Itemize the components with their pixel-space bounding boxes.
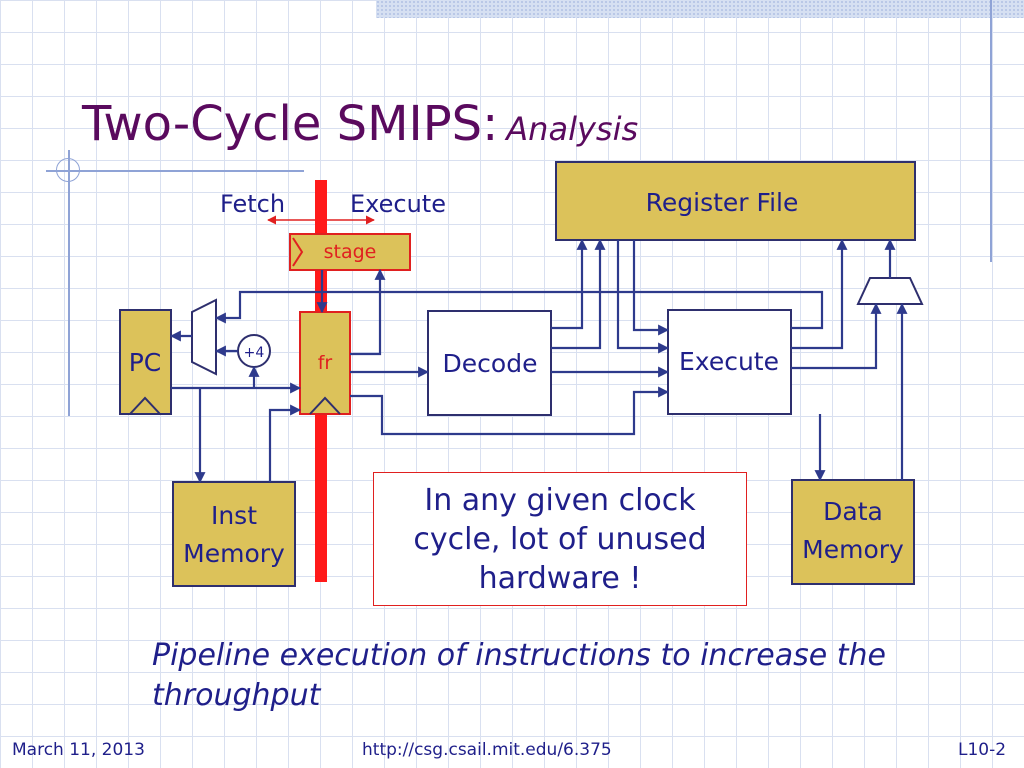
execute-block-label: Execute	[679, 347, 779, 376]
execute-block	[667, 309, 792, 415]
title-main: Two-Cycle SMIPS:	[82, 96, 499, 152]
inst-memory-label-line1: Inst	[211, 501, 257, 530]
register-file-block	[555, 161, 916, 241]
callout-text: In any given clock cycle, lot of unused …	[413, 482, 707, 596]
footer-page-number: L10-2	[958, 740, 1007, 760]
writeback-mux-icon	[856, 277, 924, 305]
pc-clock-icon	[129, 396, 161, 415]
inst-memory-block	[172, 481, 296, 587]
data-memory-label-line1: Data	[823, 497, 883, 526]
decor-vline-left	[68, 150, 70, 416]
inst-memory-label-line2: Memory	[183, 539, 285, 568]
pc-mux-icon	[191, 298, 217, 376]
fr-label: fr	[318, 352, 333, 374]
decode-label: Decode	[443, 349, 538, 378]
top-decor-band	[376, 0, 1024, 18]
datapath-wires	[169, 238, 908, 484]
pipeline-note: Pipeline execution of instructions to in…	[152, 638, 886, 713]
data-memory-label-line2: Memory	[802, 535, 904, 564]
stage-register	[289, 233, 411, 271]
stage-label: stage	[324, 241, 377, 263]
decor-vline-right	[990, 0, 992, 262]
fetch-label: Fetch	[220, 190, 285, 218]
footer-url: http://csg.csail.mit.edu/6.375	[362, 740, 612, 760]
register-file-label: Register File	[646, 188, 799, 217]
pc-label: PC	[129, 348, 162, 377]
slide-title: Two-Cycle SMIPS:Analysis	[82, 96, 638, 152]
decode-block	[427, 310, 552, 416]
footer-date: March 11, 2013	[12, 740, 145, 760]
data-memory-block	[791, 479, 915, 585]
pc-register	[119, 309, 172, 415]
title-subtitle: Analysis	[506, 110, 639, 148]
plus4-label: +4	[244, 345, 265, 361]
stage-register-clock-icon	[292, 237, 304, 267]
unused-hardware-callout: In any given clock cycle, lot of unused …	[373, 472, 747, 606]
execute-label: Execute	[350, 190, 446, 218]
decor-circle	[56, 158, 80, 182]
decor-hline-left	[46, 170, 304, 172]
fr-clock-icon	[309, 396, 341, 415]
